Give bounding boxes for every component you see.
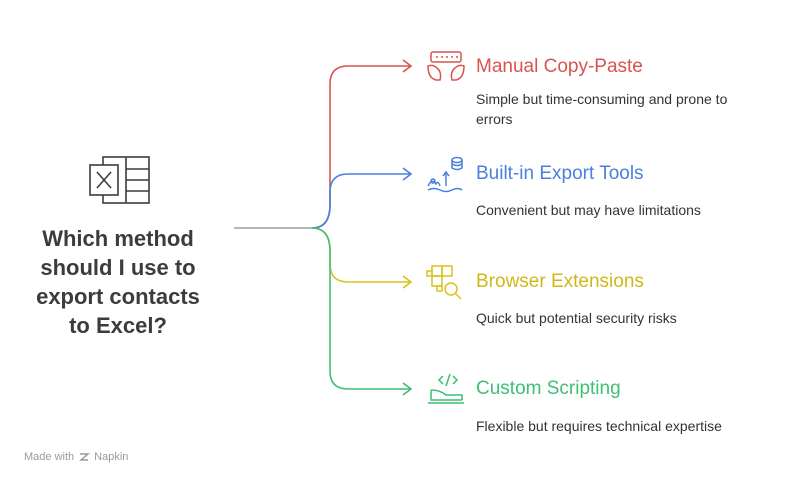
excel-icon [89, 156, 150, 204]
footer-brand: Napkin [94, 451, 129, 463]
option-title-built-in-export-tools: Built-in Export Tools [476, 163, 644, 184]
option-title-custom-scripting: Custom Scripting [476, 378, 621, 399]
question-text: Which method should I use to export cont… [18, 224, 218, 340]
option-title-browser-extensions: Browser Extensions [476, 271, 644, 292]
code-laptop-icon [428, 373, 464, 404]
question-line: export contacts [36, 284, 200, 309]
option-description-custom-scripting: Flexible but requires technical expertis… [476, 418, 722, 434]
napkin-logo-icon [79, 453, 91, 461]
option-description-built-in-export-tools: Convenient but may have limitations [476, 202, 701, 218]
branch-arrow-4 [402, 382, 413, 396]
option-description-browser-extensions: Quick but potential security risks [476, 310, 677, 326]
keyboard-hands-icon [427, 51, 465, 81]
question-line: to Excel? [69, 313, 167, 338]
question-line: should I use to [40, 255, 196, 280]
option-description-manual-copy-paste: Simple but time-consuming and prone to e… [476, 91, 728, 127]
branch-connector-2 [311, 173, 410, 229]
footer-prefix: Made with [24, 451, 75, 463]
question-line: Which method [42, 226, 194, 251]
branch-arrow-3 [402, 275, 413, 289]
option-title-manual-copy-paste: Manual Copy-Paste [476, 56, 643, 77]
branch-arrow-1 [402, 59, 413, 73]
footer-attribution: Made with Napkin [24, 451, 128, 463]
branch-arrow-2 [402, 167, 413, 181]
branch-connector-4 [311, 227, 410, 390]
branch-connector-1 [311, 65, 410, 229]
database-export-icon [427, 156, 463, 193]
puzzle-search-icon [426, 265, 462, 300]
